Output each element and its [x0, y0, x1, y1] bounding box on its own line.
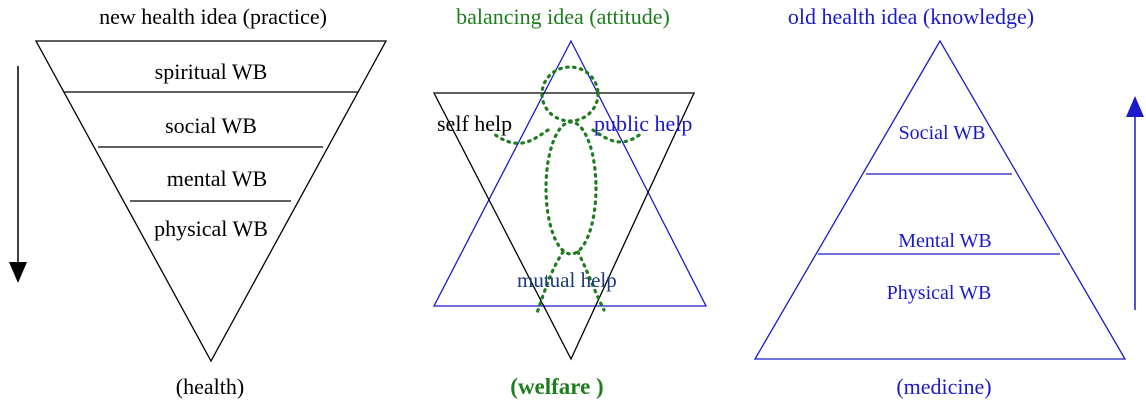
left-footer: (health)	[176, 374, 244, 399]
mutual-help-label: mutual help	[517, 268, 617, 292]
middle-footer: (welfare )	[510, 374, 603, 399]
right-footer: (medicine)	[896, 374, 991, 399]
self-help-label: self help	[437, 111, 512, 136]
downward-triangle-black	[432, 92, 696, 361]
level-spiritual-wb: spiritual WB	[155, 59, 268, 84]
level-physical-wb: physical WB	[154, 216, 268, 241]
upward-triangle-blue	[432, 39, 708, 307]
right-title: old health idea (knowledge)	[788, 4, 1034, 29]
level-mental-wb: mental WB	[167, 166, 267, 191]
down-arrowhead-icon	[9, 262, 27, 283]
pyramid	[753, 39, 1127, 360]
middle-title: balancing idea (attitude)	[456, 4, 670, 29]
left-title: new health idea (practice)	[99, 4, 327, 29]
public-help-label: public help	[594, 111, 692, 136]
inverted-triangle	[34, 40, 388, 363]
level-physical-wb-right: Physical WB	[887, 282, 992, 304]
up-arrowhead-icon	[1126, 96, 1144, 117]
level-social-wb: social WB	[165, 113, 257, 138]
dotted-person-icon	[492, 65, 645, 315]
level-social-wb-right: Social WB	[899, 122, 986, 144]
level-mental-wb-right: Mental WB	[898, 230, 992, 252]
